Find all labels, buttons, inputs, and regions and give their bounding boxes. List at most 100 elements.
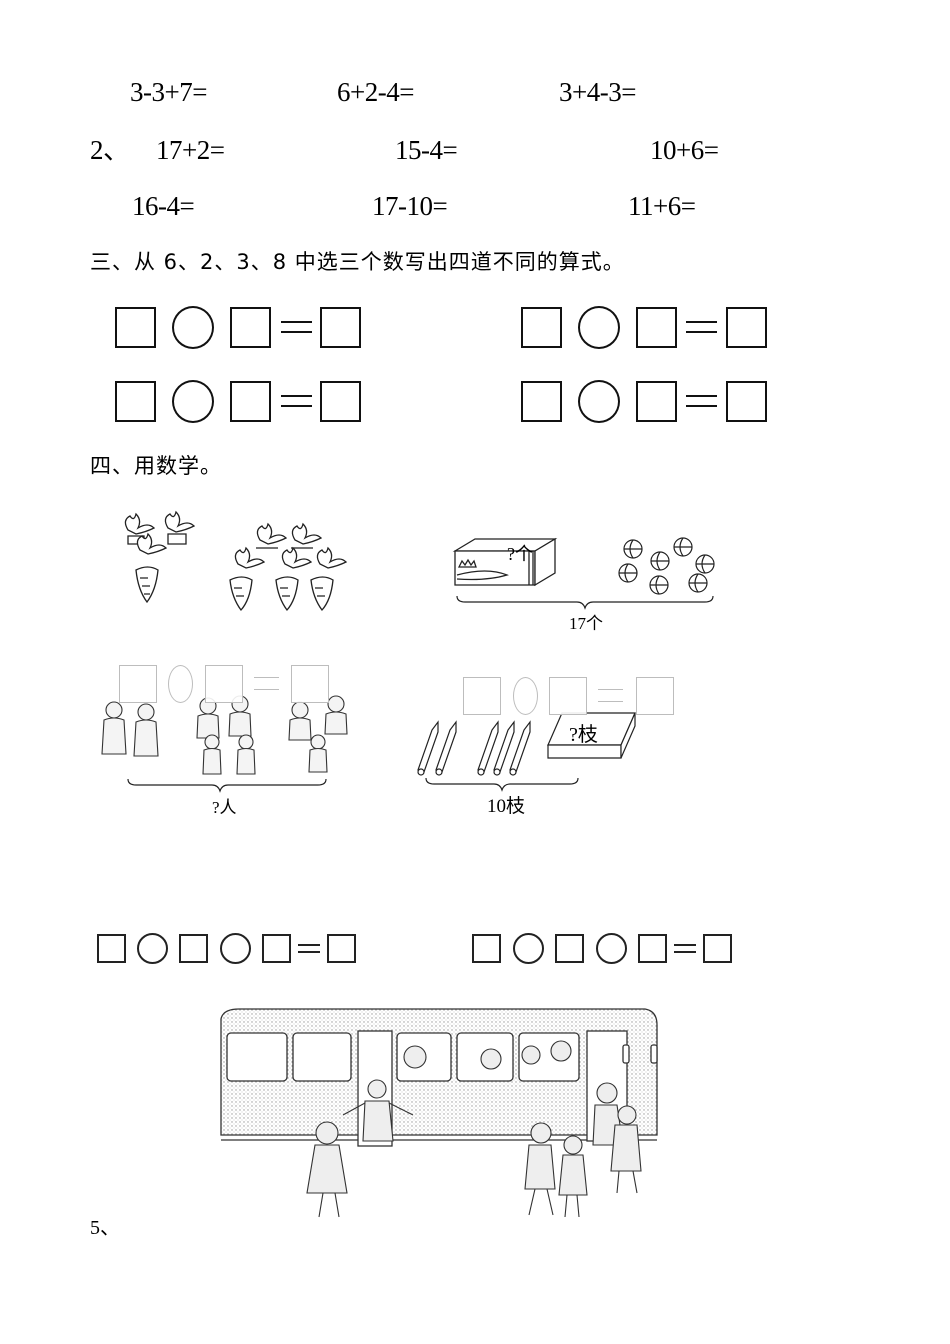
- answer-box[interactable]: [463, 677, 501, 715]
- carrot-icon: [135, 532, 168, 604]
- bus-window: [226, 1032, 288, 1082]
- operator-circle[interactable]: [578, 380, 620, 423]
- carrot-icon: [275, 546, 313, 612]
- answer-box[interactable]: [638, 934, 667, 963]
- answer-box[interactable]: [327, 934, 356, 963]
- child-icon: [524, 1122, 556, 1216]
- basketball-icon: [650, 551, 670, 571]
- pencil-icon: [493, 720, 515, 776]
- passenger-icon: [403, 1045, 427, 1069]
- section-4-heading: 四、用数学。: [90, 454, 222, 478]
- people-total-label: ?人: [212, 798, 237, 817]
- answer-box[interactable]: [726, 307, 767, 348]
- child-icon: [228, 695, 252, 737]
- operator-circle[interactable]: [513, 933, 544, 964]
- bus-mirror: [650, 1044, 658, 1064]
- equals-sign: [674, 944, 696, 953]
- child-icon: [610, 1105, 642, 1194]
- child-icon: [308, 734, 328, 773]
- equation-2-6: 11+6=: [628, 191, 696, 221]
- child-icon: [196, 697, 220, 739]
- answer-box[interactable]: [549, 677, 587, 715]
- equals-sign: [598, 689, 623, 702]
- equation-2-2: 15-4=: [395, 135, 458, 165]
- passenger-icon: [521, 1045, 541, 1065]
- operator-circle[interactable]: [220, 933, 251, 964]
- equals-sign: [254, 677, 279, 690]
- carrot-icon: [164, 510, 196, 545]
- operator-circle[interactable]: [172, 380, 214, 423]
- pencil-box: [547, 712, 636, 759]
- passenger-icon: [550, 1040, 572, 1062]
- bus-window: [292, 1032, 352, 1082]
- operator-circle[interactable]: [578, 306, 620, 349]
- equals-sign: [281, 321, 312, 333]
- basketball-icon: [695, 554, 715, 574]
- answer-box[interactable]: [521, 307, 562, 348]
- pencils-total-label: 10枝: [487, 796, 526, 817]
- equals-sign: [298, 944, 320, 953]
- pencil-icon: [435, 720, 457, 776]
- pencil-icon: [477, 720, 499, 776]
- operator-circle[interactable]: [137, 933, 168, 964]
- total-brace: [127, 778, 327, 793]
- equation-2-5: 17-10=: [372, 191, 448, 221]
- section-3-heading: 三、从 6、2、3、8 中选三个数写出四道不同的算式。: [90, 250, 625, 274]
- box-and-balls-illustration: [452, 537, 715, 610]
- operator-circle[interactable]: [172, 306, 214, 349]
- section-5-number: 5、: [90, 1217, 120, 1239]
- basketball-icon: [673, 537, 693, 557]
- answer-box[interactable]: [115, 307, 156, 348]
- pencil-icon: [509, 720, 531, 776]
- children-illustration: [101, 695, 348, 793]
- child-icon: [306, 1121, 348, 1218]
- balls-total-label: 17个: [569, 614, 603, 633]
- equation-2-3: 10+6=: [650, 135, 719, 165]
- child-icon: [342, 1079, 414, 1142]
- total-brace: [456, 595, 714, 610]
- carrot-icon: [229, 546, 266, 612]
- answer-box[interactable]: [521, 381, 562, 422]
- crown-icon: [457, 558, 477, 568]
- bus-mirror: [622, 1044, 630, 1064]
- answer-box[interactable]: [636, 381, 677, 422]
- child-icon: [101, 701, 127, 755]
- equation-2-4: 16-4=: [132, 191, 195, 221]
- answer-box[interactable]: [636, 677, 674, 715]
- answer-box[interactable]: [262, 934, 291, 963]
- answer-box[interactable]: [320, 381, 361, 422]
- answer-box[interactable]: [205, 665, 243, 703]
- carrots-illustration: [124, 510, 348, 612]
- answer-box[interactable]: [703, 934, 732, 963]
- child-icon: [202, 734, 222, 775]
- answer-box[interactable]: [636, 307, 677, 348]
- operator-circle[interactable]: [596, 933, 627, 964]
- answer-box[interactable]: [230, 307, 271, 348]
- answer-box[interactable]: [555, 934, 584, 963]
- equation-2-1: 17+2=: [156, 135, 225, 165]
- basketball-icon: [623, 539, 643, 559]
- answer-box[interactable]: [320, 307, 361, 348]
- answer-box[interactable]: [472, 934, 501, 963]
- answer-box[interactable]: [726, 381, 767, 422]
- equals-sign: [686, 395, 717, 407]
- equation-1-1: 3-3+7=: [130, 77, 207, 107]
- child-icon: [288, 701, 312, 741]
- basketball-icon: [688, 573, 708, 593]
- equals-sign: [686, 321, 717, 333]
- passenger-icon: [480, 1048, 502, 1070]
- operator-circle[interactable]: [513, 677, 538, 715]
- carrot-icon: [310, 546, 348, 612]
- answer-box[interactable]: [179, 934, 208, 963]
- operator-circle[interactable]: [168, 665, 193, 703]
- pencil-icon: [417, 720, 439, 776]
- answer-box[interactable]: [230, 381, 271, 422]
- child-icon: [236, 734, 256, 775]
- total-brace: [425, 777, 579, 792]
- child-icon: [558, 1135, 588, 1218]
- answer-box[interactable]: [119, 665, 157, 703]
- answer-box[interactable]: [97, 934, 126, 963]
- answer-box[interactable]: [291, 665, 329, 703]
- answer-box[interactable]: [115, 381, 156, 422]
- box-unknown-label: ?个: [507, 544, 533, 564]
